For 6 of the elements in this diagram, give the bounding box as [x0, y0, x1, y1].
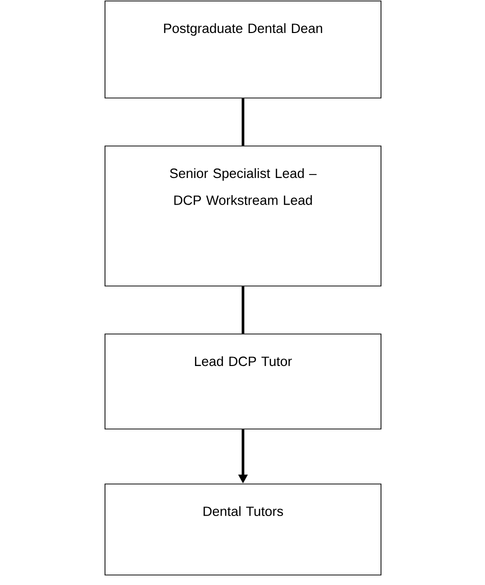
org-box: Senior Specialist Lead – DCP Workstream Lead [104, 146, 382, 286]
org-box: Postgraduate Dental Dean [104, 0, 382, 98]
org-box: Lead DCP Tutor [104, 334, 382, 430]
connector-line [242, 286, 244, 334]
connector-line [242, 98, 244, 146]
org-box: Dental Tutors [104, 484, 382, 576]
